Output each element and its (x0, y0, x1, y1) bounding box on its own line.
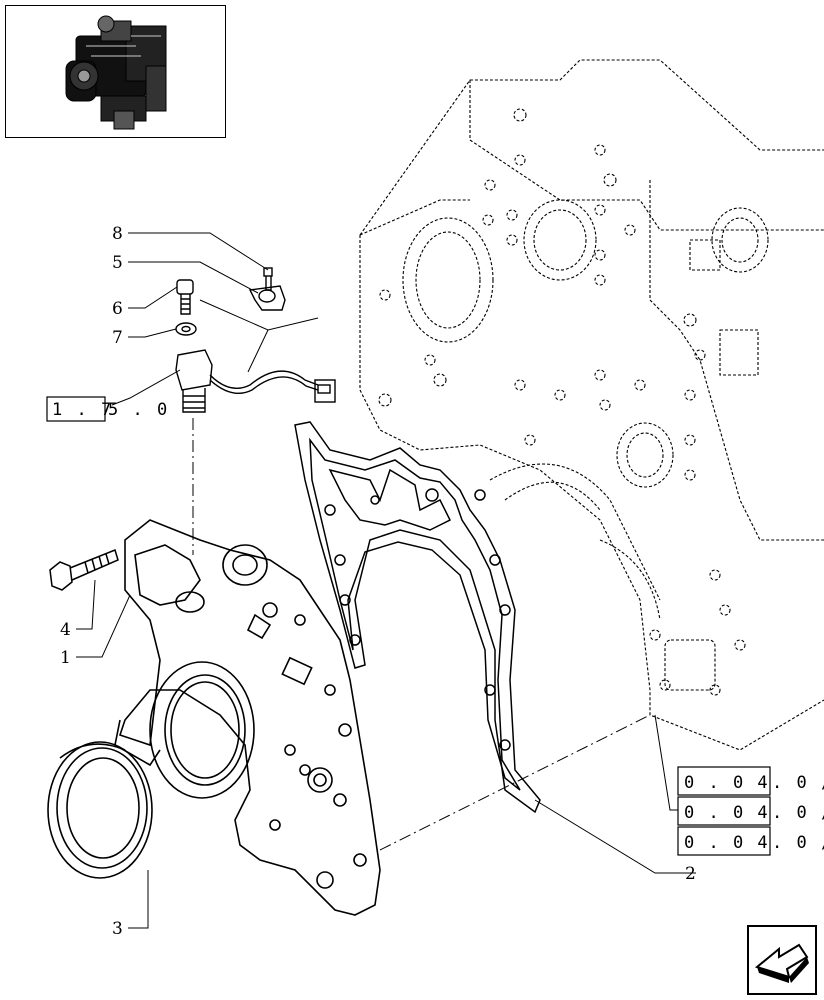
reference-suffix: . 0 / (772, 773, 824, 793)
callout-8[interactable]: 8 (112, 224, 123, 244)
callout-7[interactable]: 7 (112, 328, 123, 348)
callout-5[interactable]: 5 (112, 253, 123, 273)
next-page-button[interactable] (747, 925, 817, 995)
next-page-arrow-icon (754, 943, 809, 983)
reference-boxed-code: 0 . 0 4 (684, 773, 770, 793)
callout-labels: 8 5 6 7 4 1 3 2 (60, 224, 696, 939)
reference-boxed-code: 1 . 7 (52, 400, 113, 420)
bolt-part-4 (49, 548, 119, 591)
engine-icon (65, 15, 167, 130)
reference-suffix: 5 . 0 (108, 400, 169, 420)
reference-suffix: . 0 / (772, 803, 824, 823)
centre-lines (192, 418, 651, 851)
callout-1[interactable]: 1 (60, 648, 71, 668)
front-cover-housing-part-1 (114, 519, 381, 916)
gasket-part-2 (294, 421, 541, 814)
cross-reference-3[interactable]: 0 . 0 4 . 0 / (677, 796, 824, 826)
callout-3[interactable]: 3 (112, 919, 123, 939)
reference-boxed-code: 0 . 0 4 (684, 803, 770, 823)
engine-block-outline (359, 59, 824, 751)
leader-lines (76, 232, 696, 929)
sensor-assembly (175, 267, 336, 413)
reference-suffix: . 0 / (772, 833, 824, 853)
oil-seal-part-3 (47, 741, 153, 879)
reference-boxed-code: 0 . 0 4 (684, 833, 770, 853)
cross-reference-1[interactable]: 1 . 7 5 . 0 (46, 396, 169, 422)
callout-2[interactable]: 2 (685, 864, 696, 884)
callout-4[interactable]: 4 (60, 620, 71, 640)
callout-6[interactable]: 6 (112, 299, 123, 319)
engine-thumbnail (5, 5, 226, 138)
cross-reference-4[interactable]: 0 . 0 4 . 0 / (677, 826, 824, 856)
cross-reference-2[interactable]: 0 . 0 4 . 0 / (677, 766, 824, 796)
